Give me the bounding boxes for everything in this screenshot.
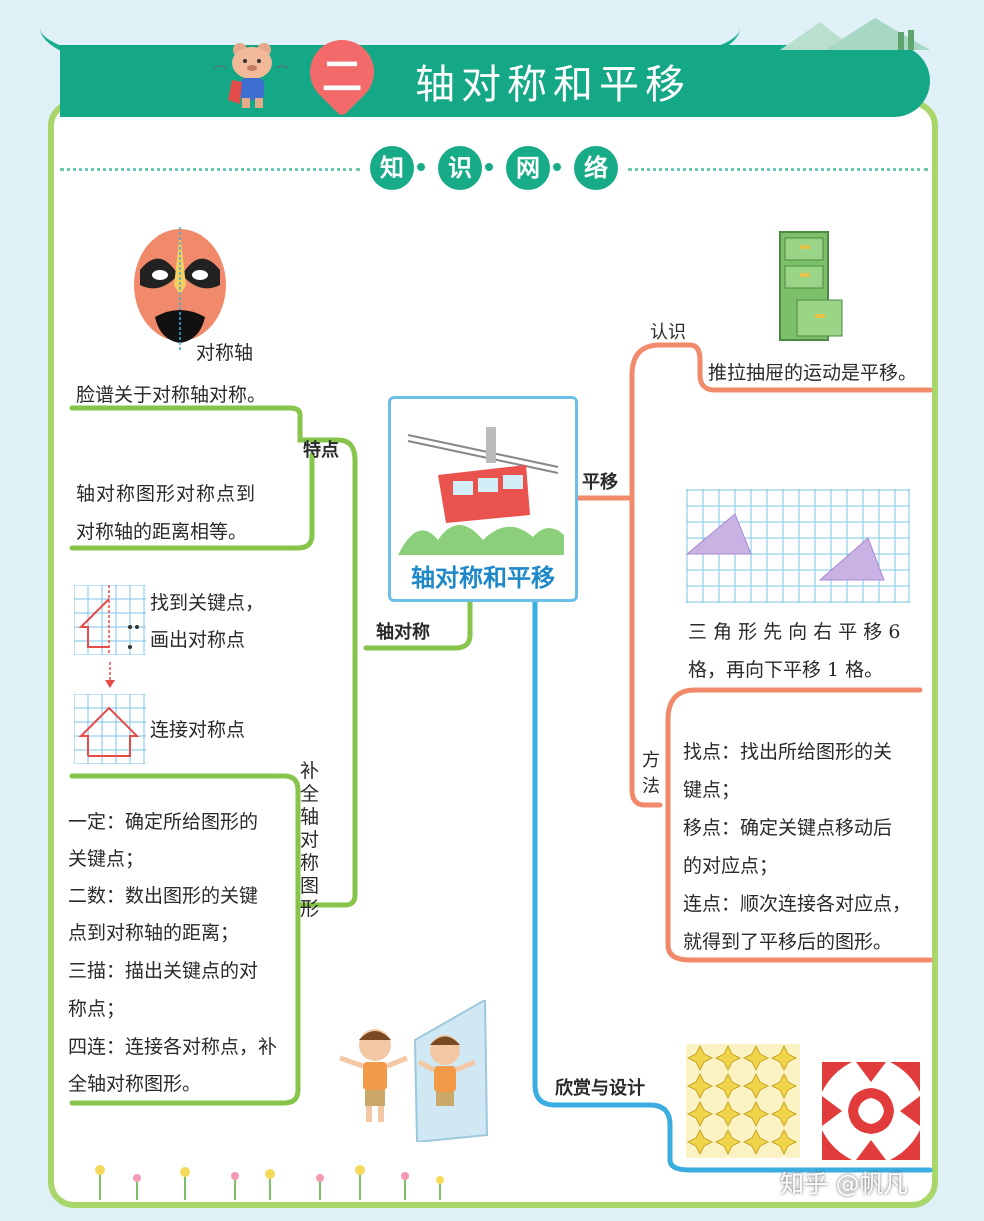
section-title-char: 络 — [574, 146, 618, 190]
feature-item: 对称轴的距离相等。 — [76, 521, 248, 543]
section-dot — [553, 163, 561, 171]
complete-figure-label: 补全轴对称图形 — [300, 760, 326, 920]
translation-grid — [686, 489, 910, 603]
method-item: 的对应点； — [683, 855, 779, 877]
axis-label: 对称轴 — [196, 342, 254, 364]
method-item: 连点：顺次连接各对应点， — [683, 893, 912, 915]
feature-item: 脸谱关于对称轴对称。 — [76, 384, 267, 406]
grid-find-points — [74, 585, 146, 655]
step-find-line: 画出对称点 — [150, 629, 246, 651]
branch-label-translation: 平移 — [582, 472, 618, 493]
mountain-decoration — [780, 18, 930, 50]
boy-mirror-icon — [339, 1000, 489, 1142]
section-divider-right — [628, 168, 928, 171]
section-title-char: 网 — [506, 146, 550, 190]
example-line: 格，再向下平移 1 格。 — [688, 659, 884, 681]
branch-label-appreciate-design: 欣赏与设计 — [555, 1078, 645, 1099]
complete-step-item: 关键点； — [68, 848, 145, 870]
section-title-char: 知 — [370, 146, 414, 190]
complete-step-item: 点到对称轴的距离； — [68, 922, 240, 944]
watermark: 知乎 @帆凡 — [780, 1170, 908, 1198]
grid-connect-points — [74, 694, 146, 764]
method-label: 方法 — [642, 750, 660, 797]
step-find-line: 找到关键点， — [150, 592, 265, 614]
flowers-decoration — [95, 1165, 444, 1200]
method-item: 键点； — [683, 779, 741, 801]
feature-item: 轴对称图形对称点到 — [76, 483, 257, 505]
section-divider-left — [60, 168, 360, 171]
features-label: 特点 — [303, 440, 339, 461]
drawer-cabinet-icon — [779, 231, 843, 341]
method-item: 就得到了平移后的图形。 — [683, 931, 893, 953]
opera-mask-icon — [134, 227, 226, 350]
red-pattern-icon — [822, 1062, 920, 1160]
down-arrow-icon — [105, 662, 115, 688]
section-dot — [417, 163, 425, 171]
method-item: 找点：找出所给图形的关 — [683, 741, 893, 763]
example-line: 三 角 形 先 向 右 平 移 6 — [688, 621, 901, 643]
complete-step-item: 全轴对称图形。 — [68, 1073, 202, 1095]
star-pattern-icon — [686, 1044, 800, 1158]
recognize-label: 认识 — [650, 322, 686, 343]
complete-step-item: 四连：连接各对称点，补 — [68, 1036, 278, 1058]
header-banner — [60, 45, 930, 117]
complete-step-item: 一定：确定所给图形的 — [68, 811, 259, 833]
section-title-char: 识 — [438, 146, 482, 190]
chapter-number: 二 — [322, 54, 362, 100]
method-item: 移点：确定关键点移动后 — [683, 817, 893, 839]
cable-car-icon — [398, 427, 564, 555]
complete-step-item: 二数：数出图形的关键 — [68, 885, 259, 907]
branch-label-axis-symmetry: 轴对称 — [376, 622, 430, 643]
step-connect: 连接对称点 — [150, 719, 246, 741]
page-title: 轴对称和平移 — [415, 62, 691, 108]
complete-step-item: 称点； — [68, 998, 126, 1020]
center-label: 轴对称和平移 — [411, 564, 555, 592]
section-dot — [485, 163, 493, 171]
bear-mascot-icon — [213, 43, 289, 108]
complete-step-item: 三描：描出关键点的对 — [68, 960, 259, 982]
recognize-text: 推拉抽屉的运动是平移。 — [708, 362, 918, 384]
